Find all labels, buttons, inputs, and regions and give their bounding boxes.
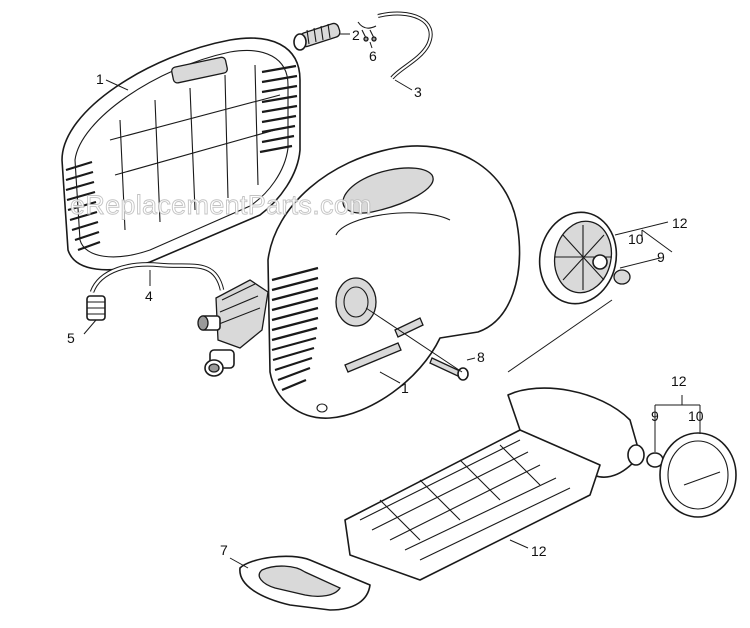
callout-2: 2: [352, 27, 360, 43]
callout-12-wheel-kit-upper: 12: [672, 215, 688, 231]
housing-front-half-icon: [267, 145, 521, 419]
callout-9-lower: 9: [651, 408, 659, 424]
hose-icon: [377, 11, 433, 80]
callout-5: 5: [67, 330, 75, 346]
callout-8: 8: [477, 349, 485, 365]
wheel-cover-icon: [659, 432, 737, 518]
callout-1-front-housing: 1: [401, 380, 409, 396]
clip-icon: [357, 21, 377, 42]
callout-12-wheel-kit-lower: 12: [671, 373, 687, 389]
callout-10-upper: 10: [628, 231, 644, 247]
wheel-nut-icon: [613, 269, 664, 468]
callout-4: 4: [145, 288, 153, 304]
callout-10-lower: 10: [688, 408, 704, 424]
callout-6: 6: [369, 48, 377, 64]
base-frame-icon: [239, 387, 645, 611]
callout-7: 7: [220, 542, 228, 558]
nozzle-connector-icon: [293, 22, 341, 51]
suction-hose-icon: [89, 262, 225, 293]
callout-12-base: 12: [531, 543, 547, 559]
screw-icon: [429, 357, 469, 381]
callout-9-upper: 9: [657, 249, 665, 265]
filter-fitting-icon: [86, 295, 106, 321]
callout-3: 3: [414, 84, 422, 100]
pump-assembly-icon: [197, 279, 269, 377]
watermark-text: eReplacementParts.com: [70, 190, 372, 220]
housing-rear-half-icon: [61, 37, 301, 271]
wheel-icon: [538, 211, 618, 305]
callout-1-rear-housing: 1: [96, 71, 104, 87]
leader-lines: [83, 33, 701, 569]
callout-labels: 1 2 6 3 4 5 1 8 12 10 9 12 9 10 12 7: [67, 27, 704, 559]
